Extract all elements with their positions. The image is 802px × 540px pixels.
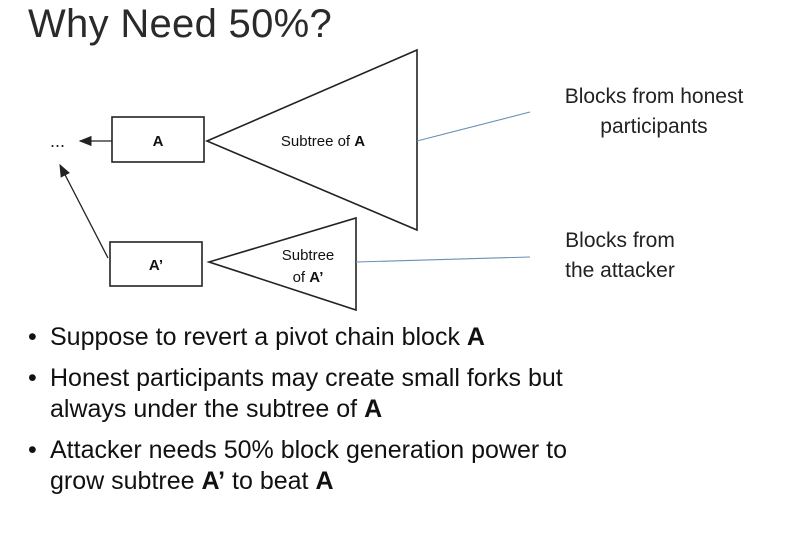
bullet-item: • Suppose to revert a pivot chain block … xyxy=(28,322,798,353)
subtree-a-triangle xyxy=(204,48,418,232)
honest-blocks-label: Blocks from honest participants xyxy=(540,82,768,142)
subtree-a-label: Subtree of A xyxy=(281,133,365,150)
bullet-dot: • xyxy=(28,323,37,351)
ellipsis-text: ... xyxy=(50,131,65,151)
subtree-a-prime-label-line2: of A’ xyxy=(293,269,324,286)
honest-label-line2: participants xyxy=(600,115,708,138)
subtree-a-prime-label-line1: Subtree xyxy=(282,247,335,264)
attacker-blocks-label: Blocks from the attacker xyxy=(535,226,705,286)
honest-leader-line xyxy=(416,111,531,142)
bullet-line: Attacker needs 50% block generation powe… xyxy=(50,436,567,464)
bullet-line: Honest participants may create small for… xyxy=(50,364,563,392)
block-a-prime-label: A’ xyxy=(149,257,163,274)
honest-label-line1: Blocks from honest xyxy=(564,85,744,108)
subtree-a-prime-triangle xyxy=(206,216,357,312)
block-a xyxy=(111,116,205,163)
block-a-prime xyxy=(109,241,203,287)
bullet-line: Suppose to revert a pivot chain block A xyxy=(50,323,485,351)
attacker-label-line2: the attacker xyxy=(565,259,675,282)
bullet-line: always under the subtree of A xyxy=(50,395,383,423)
block-a-label: A xyxy=(153,133,164,150)
bullet-item: • Attacker needs 50% block generation po… xyxy=(28,435,798,497)
bullet-item: • Honest participants may create small f… xyxy=(28,363,798,425)
attacker-label-line1: Blocks from xyxy=(565,229,675,252)
bullet-dot: • xyxy=(28,436,37,464)
slide-title: Why Need 50%? xyxy=(28,2,333,46)
bullet-list: • Suppose to revert a pivot chain block … xyxy=(28,322,798,507)
fork-diagram: ... A Subtree of A A’ Subtree of A’ xyxy=(50,48,531,312)
arrow-aprime-to-parent xyxy=(59,163,109,259)
attacker-leader-line xyxy=(355,256,531,263)
bullet-line: grow subtree A’ to beat A xyxy=(50,467,334,495)
bullet-dot: • xyxy=(28,364,37,392)
